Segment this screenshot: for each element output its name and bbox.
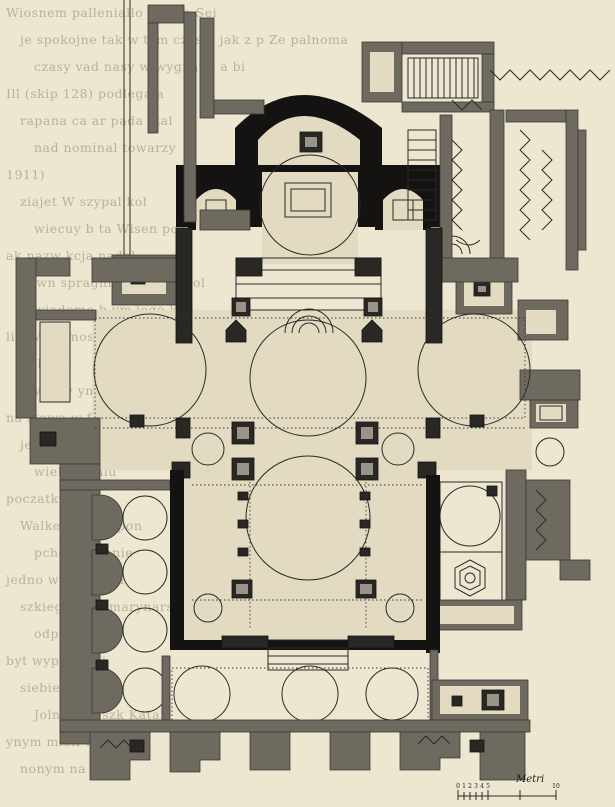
crossing-floor [92,310,532,470]
scale-label: Metri [516,774,545,785]
crossing [91,227,531,481]
scale-tick-label: 10 [552,783,560,790]
bleed-text-line: nonym na sea [20,761,114,776]
bleed-text-line: ziajet W szypal kol [20,194,148,209]
scale-tick-label: 5 [486,783,490,790]
staircase-upper [407,57,479,99]
bleed-text-line: nad nominal towarzy [34,140,177,155]
scale-tick-label: 3 [474,783,478,790]
scale-tick-label: 1 [462,783,466,790]
scale-bar [457,790,557,800]
narthex [59,649,531,781]
bleed-text-line: 1911) [6,167,46,182]
scale-tick-label: 4 [480,783,484,790]
nave-floor [180,470,432,645]
bleed-text-line: wiecuy b ta Wisen pos [34,221,186,236]
scale-tick-label: 2 [468,783,472,790]
left-aisle [15,257,171,745]
scale-tick-label: 0 [456,783,460,790]
right-aisle [431,299,591,631]
staircase-lower [407,129,437,221]
bleed-text-line: rapana ca ar pada stal [20,113,173,128]
nave [170,455,440,671]
